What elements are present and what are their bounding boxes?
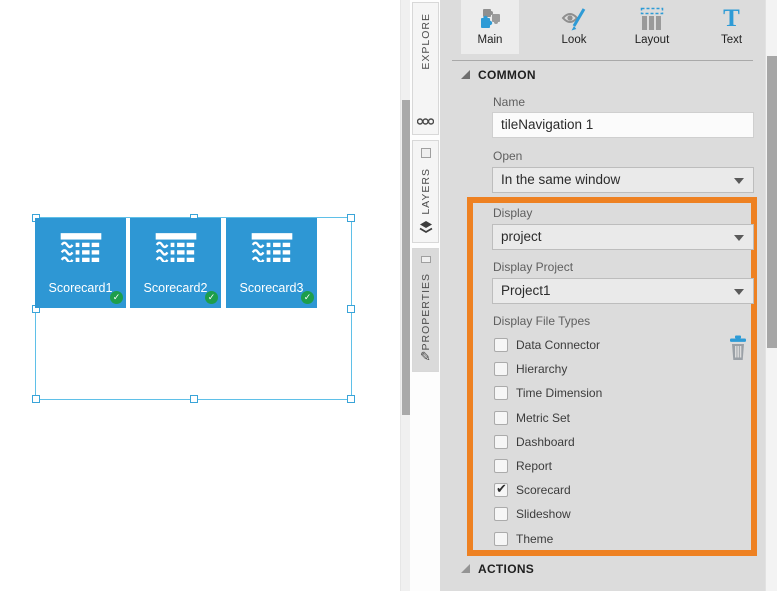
sidebar-tab-properties[interactable]: PROPERTIES ✎ — [412, 248, 439, 372]
tile-scorecard3[interactable]: Scorecard3 ✓ — [226, 218, 317, 308]
display-label: Display — [493, 206, 533, 220]
checkbox-row-metric-set[interactable]: Metric Set — [492, 406, 732, 430]
layers-icon — [419, 221, 432, 233]
sidebar-tab-label: PROPERTIES — [419, 272, 432, 351]
display-project-dropdown-value: Project1 — [501, 283, 551, 298]
tab-layout[interactable]: Layout — [622, 0, 682, 54]
tile-scorecard2[interactable]: Scorecard2 ✓ — [130, 218, 221, 308]
chevron-down-icon — [734, 289, 744, 295]
checkbox[interactable] — [494, 507, 508, 522]
selection-rectangle — [32, 214, 355, 403]
checkbox[interactable] — [494, 362, 508, 377]
check-badge-icon: ✓ — [110, 291, 123, 304]
sidebar-tab-explore[interactable]: EXPLORE — [412, 2, 439, 135]
checkbox-row-hierarchy[interactable]: Hierarchy — [492, 357, 732, 381]
tab-main[interactable]: Main — [461, 0, 519, 54]
pencil-icon: ✎ — [420, 349, 431, 364]
checkbox[interactable] — [494, 481, 508, 498]
checkbox[interactable] — [494, 531, 508, 546]
text-icon: T — [723, 5, 740, 32]
checkbox-row-slideshow[interactable]: Slideshow — [492, 502, 732, 526]
section-title: ACTIONS — [478, 562, 535, 576]
scorecard-icon — [251, 233, 292, 262]
tab-label: Main — [477, 34, 503, 46]
checkbox[interactable] — [494, 338, 508, 353]
side-tabstrip: EXPLORE LAYERS PROPERTIES ✎ — [410, 0, 440, 591]
section-header-common[interactable]: COMMON — [440, 68, 765, 86]
checkbox-label: Hierarchy — [516, 362, 568, 377]
name-input[interactable]: tileNavigation 1 — [492, 112, 754, 138]
tile-label: Scorecard1 — [48, 281, 113, 295]
display-project-label: Display Project — [493, 260, 574, 274]
tile-label: Scorecard2 — [143, 281, 208, 295]
chevron-down-icon — [734, 235, 744, 241]
check-badge-icon: ✓ — [205, 291, 218, 304]
float-panel-icon — [420, 148, 431, 158]
resize-handle-top-right[interactable] — [347, 214, 355, 222]
tab-label: Look — [561, 34, 587, 46]
open-dropdown-value: In the same window — [501, 172, 621, 187]
toolbar-divider — [452, 60, 753, 61]
checkbox-row-data-connector[interactable]: Data Connector — [492, 333, 732, 357]
checkbox[interactable] — [494, 386, 508, 401]
checkbox-row-theme[interactable]: Theme — [492, 527, 732, 551]
checkbox-row-dashboard[interactable]: Dashboard — [492, 430, 732, 454]
columns-icon — [640, 7, 664, 30]
canvas-scrollbar[interactable] — [400, 0, 410, 591]
name-label: Name — [493, 95, 526, 109]
display-project-dropdown[interactable]: Project1 — [492, 278, 754, 304]
display-file-types-label: Display File Types — [493, 314, 591, 328]
checkbox[interactable] — [494, 434, 508, 449]
checkbox-label: Data Connector — [516, 338, 601, 353]
checkbox-label: Time Dimension — [516, 386, 603, 401]
checkbox-label: Dashboard — [516, 434, 575, 449]
resize-handle-bottom-middle[interactable] — [190, 395, 198, 403]
chevron-down-icon — [734, 178, 744, 184]
check-badge-icon: ✓ — [301, 291, 314, 304]
puzzle-icon — [481, 8, 500, 28]
panel-scrollbar[interactable] — [765, 0, 777, 591]
scorecard-icon — [155, 233, 196, 262]
checkbox-label: Report — [516, 459, 553, 474]
eye-pen-icon — [561, 7, 586, 30]
tab-label: Text — [720, 34, 743, 46]
checkbox-row-time-dimension[interactable]: Time Dimension — [492, 381, 732, 405]
display-dropdown-value: project — [501, 229, 542, 244]
metric-set-icon — [417, 118, 434, 125]
design-canvas[interactable]: Scorecard1 ✓ Scorecard2 ✓ — [0, 0, 400, 591]
checkbox-row-scorecard[interactable]: Scorecard — [492, 478, 732, 502]
resize-handle-bottom-right[interactable] — [347, 395, 355, 403]
open-dropdown[interactable]: In the same window — [492, 167, 754, 193]
tile-scorecard1[interactable]: Scorecard1 ✓ — [35, 218, 126, 308]
canvas-scrollbar-thumb[interactable] — [402, 100, 410, 415]
sidebar-tab-label: LAYERS — [419, 168, 432, 215]
expander-icon — [461, 564, 470, 573]
sidebar-tab-layers[interactable]: LAYERS — [412, 140, 439, 243]
checkbox-label: Metric Set — [516, 410, 571, 425]
panel-scrollbar-thumb[interactable] — [767, 56, 777, 348]
checkbox[interactable] — [494, 459, 508, 474]
display-dropdown[interactable]: project — [492, 224, 754, 250]
float-panel-icon — [420, 256, 431, 263]
file-type-list: Data Connector Hierarchy Time Dimension … — [492, 333, 732, 551]
tab-look[interactable]: Look — [545, 0, 603, 54]
scorecard-icon — [60, 233, 101, 262]
resize-handle-middle-right[interactable] — [347, 305, 355, 313]
checkbox-label: Slideshow — [516, 507, 571, 522]
section-title: COMMON — [478, 68, 536, 82]
section-header-actions[interactable]: ACTIONS — [440, 562, 765, 580]
checkbox-label: Theme — [516, 531, 554, 546]
tab-text[interactable]: T Text — [703, 0, 760, 54]
expander-icon — [461, 70, 470, 79]
open-label: Open — [493, 149, 523, 163]
checkbox[interactable] — [494, 410, 508, 425]
trash-icon[interactable] — [729, 335, 747, 361]
sidebar-tab-label: EXPLORE — [419, 13, 432, 70]
properties-panel: Main Look Layo — [440, 0, 765, 591]
tile-label: Scorecard3 — [239, 281, 304, 295]
tab-label: Layout — [634, 34, 670, 46]
checkbox-label: Scorecard — [516, 483, 571, 498]
resize-handle-bottom-left[interactable] — [32, 395, 40, 403]
checkbox-row-report[interactable]: Report — [492, 454, 732, 478]
